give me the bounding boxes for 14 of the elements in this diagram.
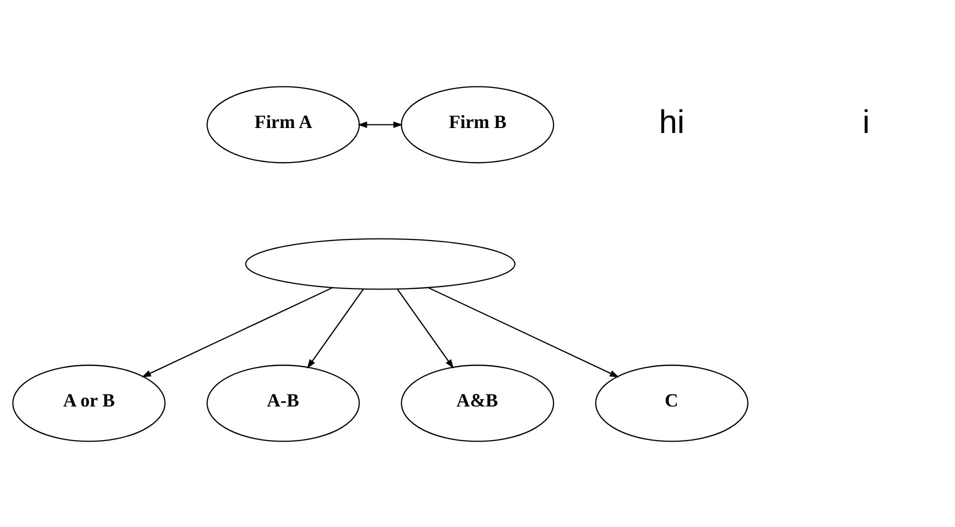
arrow: [306, 288, 364, 368]
node-ellipse: A or B: [12, 364, 166, 442]
arrow: [396, 288, 454, 368]
node-ellipse: C: [595, 364, 748, 442]
node-ellipse: Firm B: [400, 86, 554, 163]
arrow: [428, 286, 620, 377]
label: i: [862, 102, 870, 140]
node-ellipse: A-B: [206, 364, 360, 442]
arrow: [358, 120, 403, 128]
node-ellipse: A&B: [400, 364, 554, 442]
node-ellipse: Firm A: [206, 86, 360, 163]
node-arc: [245, 238, 516, 290]
arrow: [142, 286, 333, 377]
label: hi: [659, 102, 685, 140]
